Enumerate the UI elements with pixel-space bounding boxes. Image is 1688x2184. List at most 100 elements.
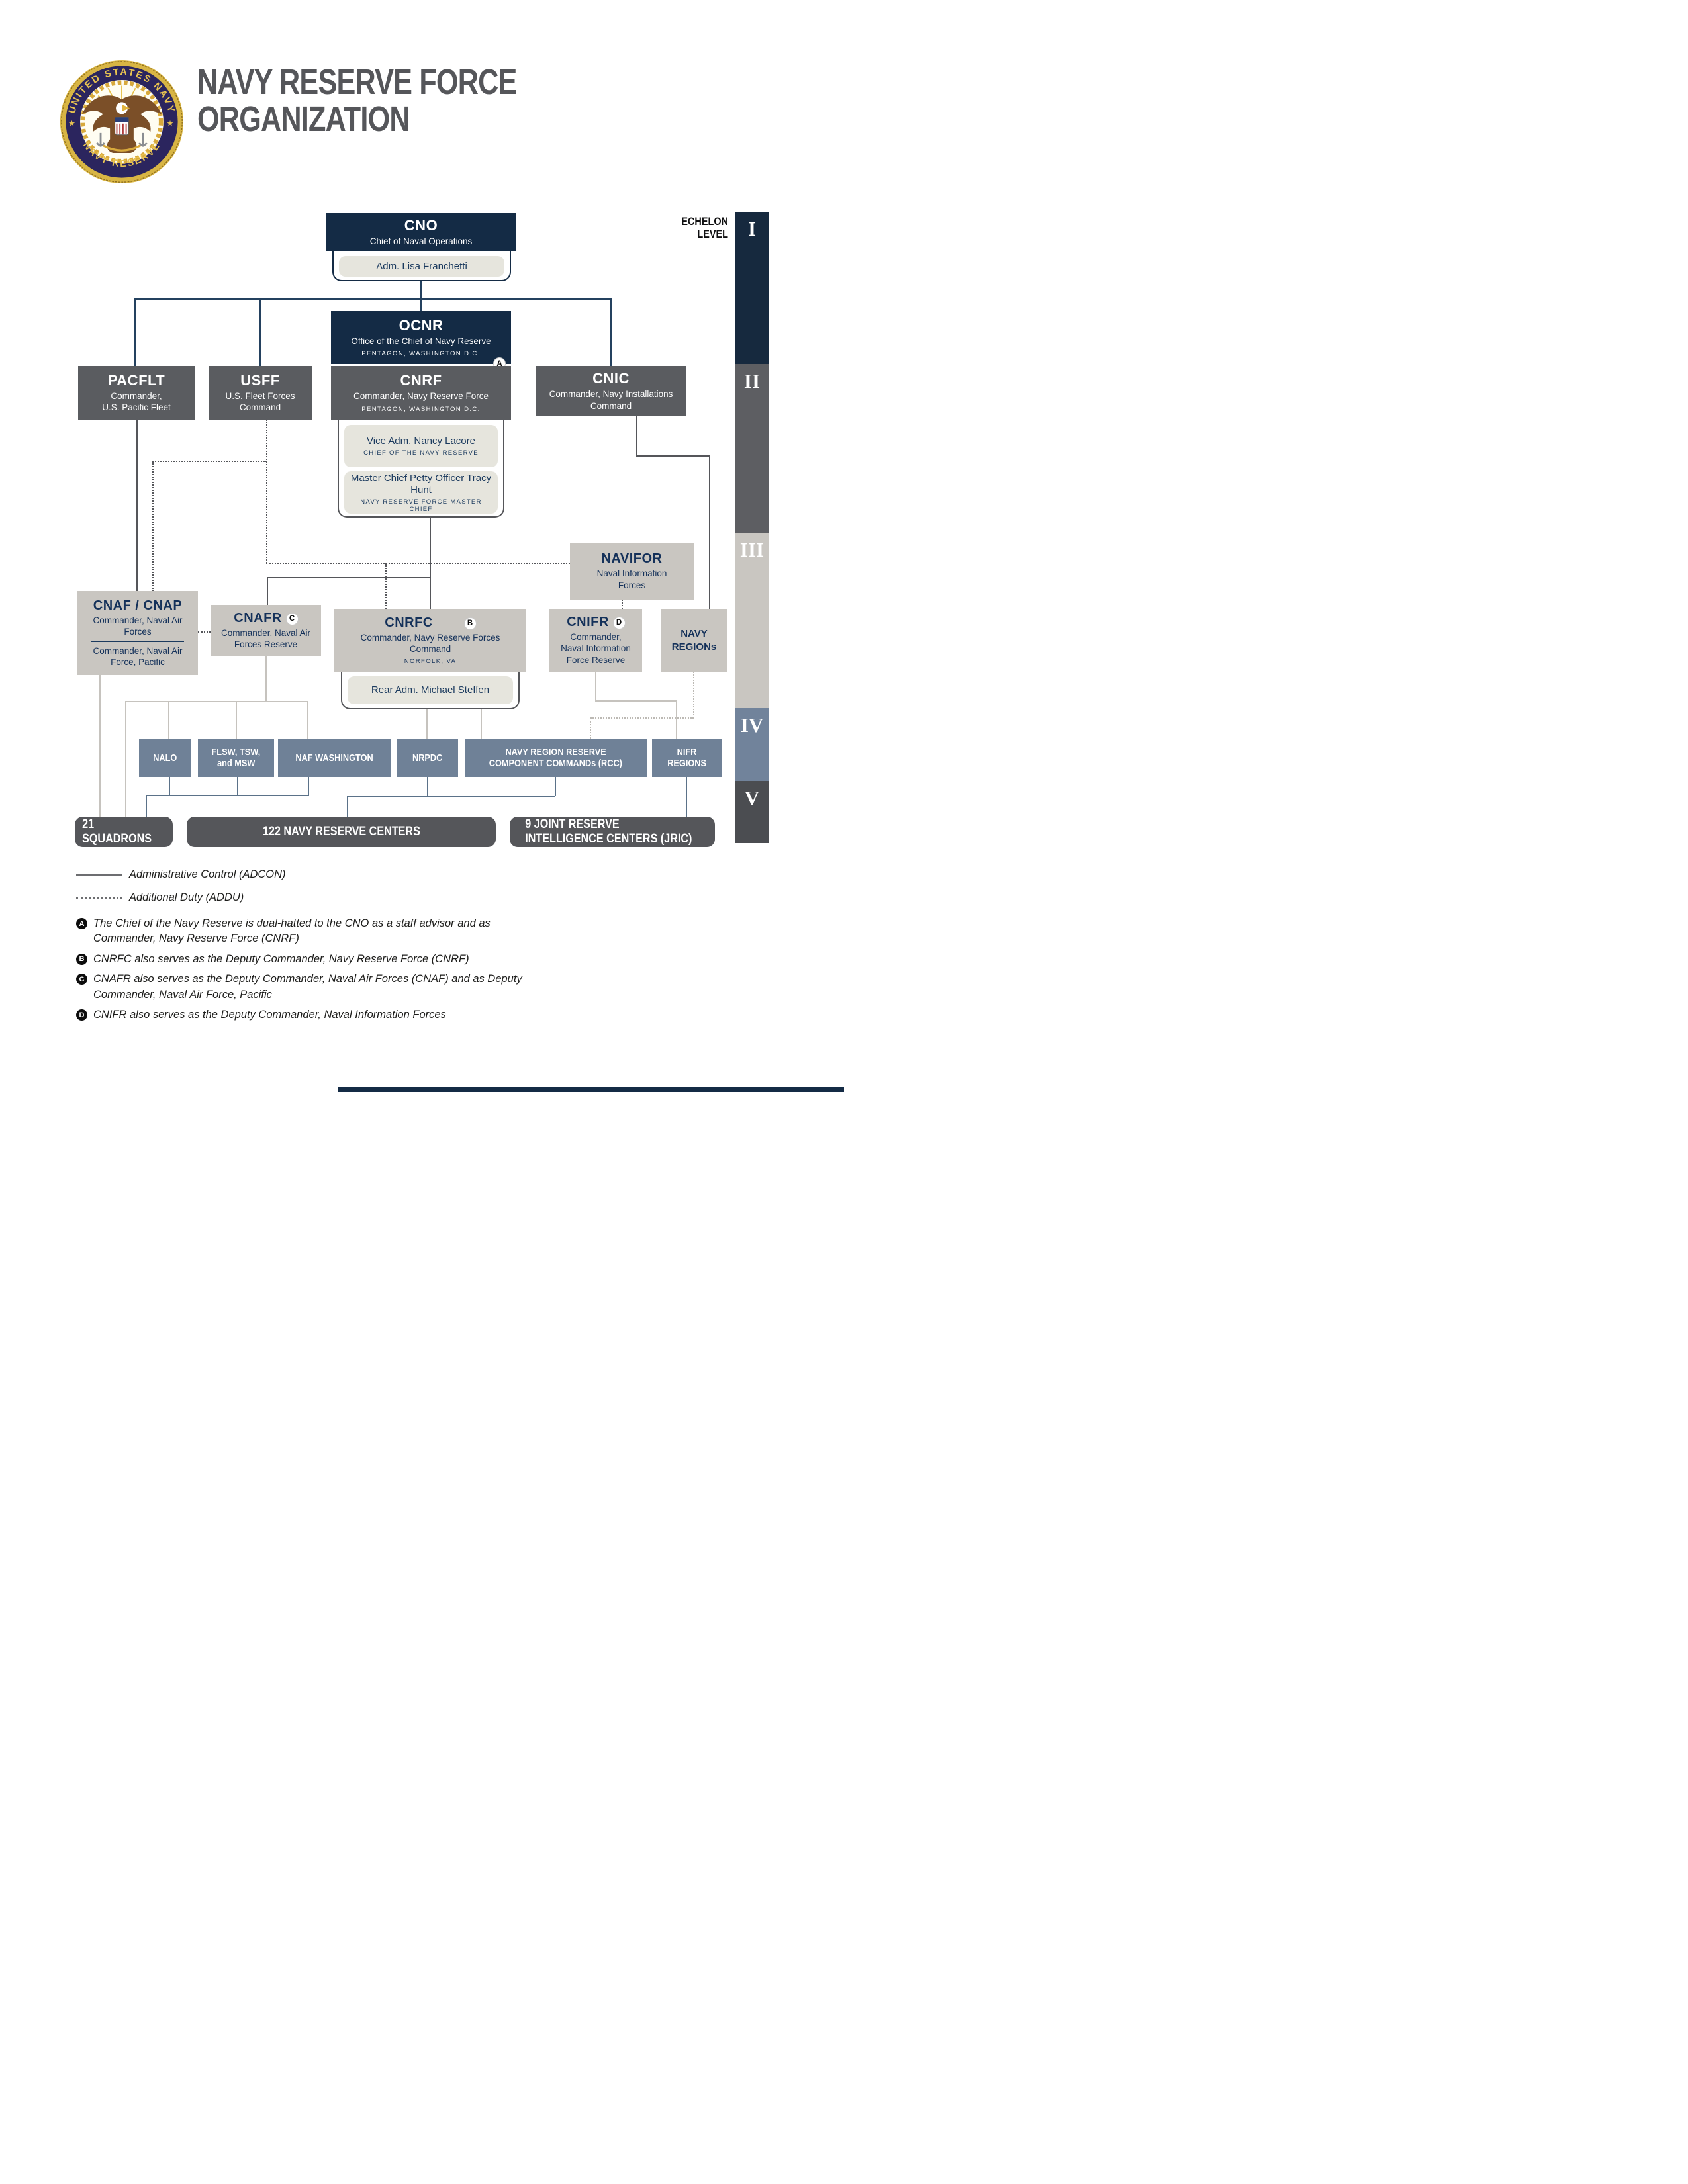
connector-cno-trunk <box>420 281 422 299</box>
footnote-d: D CNIFR also serves as the Deputy Comman… <box>76 1007 553 1023</box>
connector-cnic-down <box>636 416 637 456</box>
box-usff: USFF U.S. Fleet Forces Command <box>209 366 312 420</box>
footnote-d-badge: D <box>76 1009 87 1021</box>
usff-acronym: USFF <box>240 371 280 388</box>
bar-reserve-centers: 122 NAVY RESERVE CENTERS <box>187 817 496 847</box>
seal-star-right: ★ <box>167 119 174 128</box>
footnote-b-text: CNRFC also serves as the Deputy Commande… <box>93 952 469 965</box>
cnrfc-officer-name: Rear Adm. Michael Steffen <box>371 684 490 696</box>
connector-nafwa-down <box>308 777 309 796</box>
nalo-label: NALO <box>152 752 177 764</box>
cno-acronym: CNO <box>404 216 438 234</box>
box-nrpdc: NRPDC <box>397 739 458 777</box>
adcon-label: Administrative Control (ADCON) <box>129 868 286 880</box>
addu-usff-cnaf-h <box>153 461 267 462</box>
ocnr-location: PENTAGON, WASHINGTON D.C. <box>361 350 481 358</box>
addu-label: Additional Duty (ADDU) <box>129 891 244 903</box>
echelon-segment-4: IV <box>735 708 769 781</box>
cnrf-officer1-pill: Vice Adm. Nancy Lacore CHIEF OF THE NAVY… <box>344 425 498 467</box>
legend-adcon: Administrative Control (ADCON) <box>76 868 286 881</box>
nifr-regions-label-line2: REGIONS <box>667 758 706 769</box>
navifor-acronym: NAVIFOR <box>601 551 663 567</box>
navifor-subtitle: Naval Information Forces <box>596 569 667 590</box>
footnotes: A The Chief of the Navy Reserve is dual-… <box>76 916 553 1028</box>
navy-reserve-seal: UNITED STATES NAVY NAVY RESERVE ★ ★ <box>60 60 184 184</box>
connector-to-nalo <box>168 702 169 739</box>
addu-navifor-cnifr <box>622 596 623 609</box>
addu-usff-navifor <box>266 563 570 564</box>
cnaf-acronym: CNAF / CNAP <box>93 598 183 613</box>
box-cnaf-cnap: CNAF / CNAP Commander, Naval Air Forces … <box>77 591 198 675</box>
cnic-acronym: CNIC <box>592 370 630 387</box>
connector-cnaf-squadrons <box>99 675 101 817</box>
connector-to-pacflt <box>134 299 136 366</box>
cnrfc-subtitle: Commander, Navy Reserve Forces Command <box>360 632 500 654</box>
box-nifr-regions: NIFR REGIONS <box>652 739 722 777</box>
connector-cnrfc-nrpdc <box>426 709 428 739</box>
connector-to-flsw <box>236 702 237 739</box>
cnrf-officer1-name: Vice Adm. Nancy Lacore <box>367 435 475 447</box>
ocnr-acronym: OCNR <box>399 316 444 334</box>
connector-echelon2-trunk <box>134 298 612 300</box>
connector-cnafr-squadrons <box>125 702 126 817</box>
connector-to-nafwashington <box>307 702 308 739</box>
box-cnic: CNIC Commander, Navy Installations Comma… <box>536 366 686 416</box>
pacflt-acronym: PACFLT <box>107 371 165 388</box>
flsw-label-line2: and MSW <box>216 758 256 769</box>
box-pacflt: PACFLT Commander, U.S. Pacific Fleet <box>78 366 195 420</box>
addu-navyregions-rcc-v <box>590 718 591 739</box>
box-navy-regions: NAVY REGIONs <box>661 609 727 672</box>
pacflt-subtitle-line2: U.S. Pacific Fleet <box>102 402 171 413</box>
page-title-line1: NAVY RESERVE FORCE <box>197 62 517 102</box>
addu-cnaf-cnafr <box>198 631 211 633</box>
cnrfc-officer-pill: Rear Adm. Michael Steffen <box>348 676 513 704</box>
addu-navyregions-rcc-h <box>590 717 694 719</box>
cno-subtitle: Chief of Naval Operations <box>369 236 473 246</box>
nifr-regions-label-line1: NIFR <box>677 747 697 758</box>
cnaf-separator <box>91 641 184 642</box>
box-ocnr: OCNR Office of the Chief of Navy Reserve… <box>331 311 511 364</box>
box-rcc: NAVY REGION RESERVE COMPONENT COMMANDs (… <box>465 739 647 777</box>
connector-cnrf-cnafr-h <box>267 577 430 578</box>
cnrf-location: PENTAGON, WASHINGTON D.C. <box>361 405 481 413</box>
connector-cnic-elbow-h <box>636 455 710 457</box>
connector-cnafr-trunk <box>125 701 308 702</box>
addu-navyregions-down <box>693 672 694 718</box>
connector-cnifr-down <box>595 672 596 701</box>
naf-washington-label: NAF WASHINGTON <box>295 752 373 764</box>
cnaf-subtitle2: Commander, Naval Air Force, Pacific <box>93 645 183 667</box>
footnote-b: B CNRFC also serves as the Deputy Comman… <box>76 952 553 967</box>
usff-subtitle-line2: Command <box>239 402 281 413</box>
connector-pacflt-cnaf <box>136 420 138 591</box>
cnaf-subtitle1: Commander, Naval Air Forces <box>93 615 183 637</box>
echelon-bar: I II III IV V <box>735 212 769 843</box>
echelon-level-label: ECHELON LEVEL <box>681 215 728 240</box>
navy-reserve-org-chart-page: UNITED STATES NAVY NAVY RESERVE ★ ★ NAVY… <box>0 0 844 1092</box>
box-nalo: NALO <box>139 739 191 777</box>
footnote-c-badge: C <box>76 974 87 985</box>
rcc-label-line1: NAVY REGION RESERVE <box>505 747 606 758</box>
footer-strip <box>338 1087 844 1092</box>
connector-nrpdc-down <box>427 777 428 796</box>
footnote-badge-b-marker: B <box>464 617 476 629</box>
connector-cnic-navyregions <box>709 456 710 609</box>
connector-to-ocnr <box>420 299 422 311</box>
page-title-line2: ORGANIZATION <box>197 99 410 140</box>
footnote-c-text: CNAFR also serves as the Deputy Commande… <box>93 973 522 1001</box>
cnafr-subtitle: Commander, Naval Air Forces Reserve <box>220 627 311 649</box>
ocnr-subtitle: Office of the Chief of Navy Reserve <box>351 336 491 346</box>
usff-subtitle-line1: U.S. Fleet Forces <box>225 390 295 401</box>
cno-officer-name: Adm. Lisa Franchetti <box>376 260 467 272</box>
connector-cnafr-down <box>265 655 267 702</box>
footnote-b-badge: B <box>76 953 87 965</box>
footnote-badge-c-marker: C <box>286 613 298 625</box>
echelon-segment-1: I <box>735 212 769 364</box>
addu-line-swatch <box>76 897 122 899</box>
cnrf-officer2-name: Master Chief Petty Officer Tracy Hunt <box>350 472 492 496</box>
connector-nalo-down <box>169 777 170 796</box>
nrpdc-label: NRPDC <box>412 752 443 764</box>
